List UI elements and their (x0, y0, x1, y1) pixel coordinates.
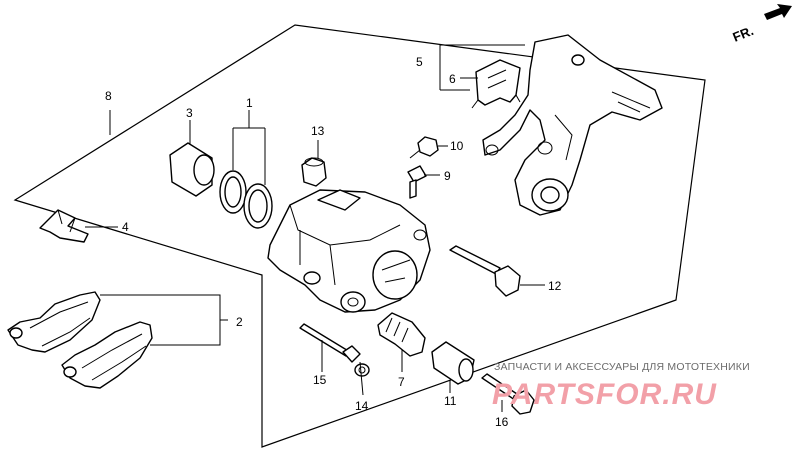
slide-pin-collar (431, 341, 475, 385)
front-direction-label: FR. (731, 23, 756, 45)
piston-seal-set (219, 170, 273, 229)
callout-12: 12 (548, 279, 562, 293)
front-arrow-icon (764, 4, 792, 20)
bleeder-clip (409, 136, 439, 159)
watermark-logo: PARTSFOR.RU (492, 378, 717, 411)
callout-8: 8 (105, 89, 112, 103)
watermark: ЗАПЧАСТИ И АКСЕССУАРЫ ДЛЯ МОТОТЕХНИКИ PA… (492, 361, 750, 411)
callout-7: 7 (398, 375, 405, 389)
pad-retainer-clip (471, 59, 521, 109)
pad-spring (39, 209, 89, 243)
callout-4: 4 (122, 220, 129, 234)
callout-16: 16 (495, 415, 509, 429)
callout-3: 3 (186, 106, 193, 120)
leader-lines (85, 44, 545, 412)
caliper-mount-bolt (481, 373, 535, 415)
callout-13: 13 (311, 124, 325, 138)
callout-10: 10 (450, 139, 464, 153)
bleeder-cap (301, 157, 327, 187)
front-direction-indicator: FR. (731, 4, 792, 45)
caliper-body (267, 189, 431, 313)
callout-14: 14 (355, 399, 369, 413)
brake-pad-set (7, 291, 153, 389)
caliper-piston (169, 142, 215, 197)
callout-5: 5 (416, 55, 423, 69)
callout-2: 2 (236, 315, 243, 329)
slide-pin-bolt (449, 245, 521, 297)
pin-boot (377, 312, 426, 357)
callout-9: 9 (444, 169, 451, 183)
callout-6: 6 (449, 72, 456, 86)
callout-1: 1 (246, 96, 253, 110)
callout-15: 15 (313, 373, 327, 387)
pad-pin-plug (354, 363, 370, 377)
bleed-valve (407, 165, 427, 199)
assembly-frame (13, 24, 706, 448)
pad-pin (299, 323, 361, 363)
callout-11: 11 (444, 394, 457, 408)
watermark-caption: ЗАПЧАСТИ И АКСЕССУАРЫ ДЛЯ МОТОТЕХНИКИ (494, 361, 750, 373)
caliper-bracket (482, 34, 663, 216)
